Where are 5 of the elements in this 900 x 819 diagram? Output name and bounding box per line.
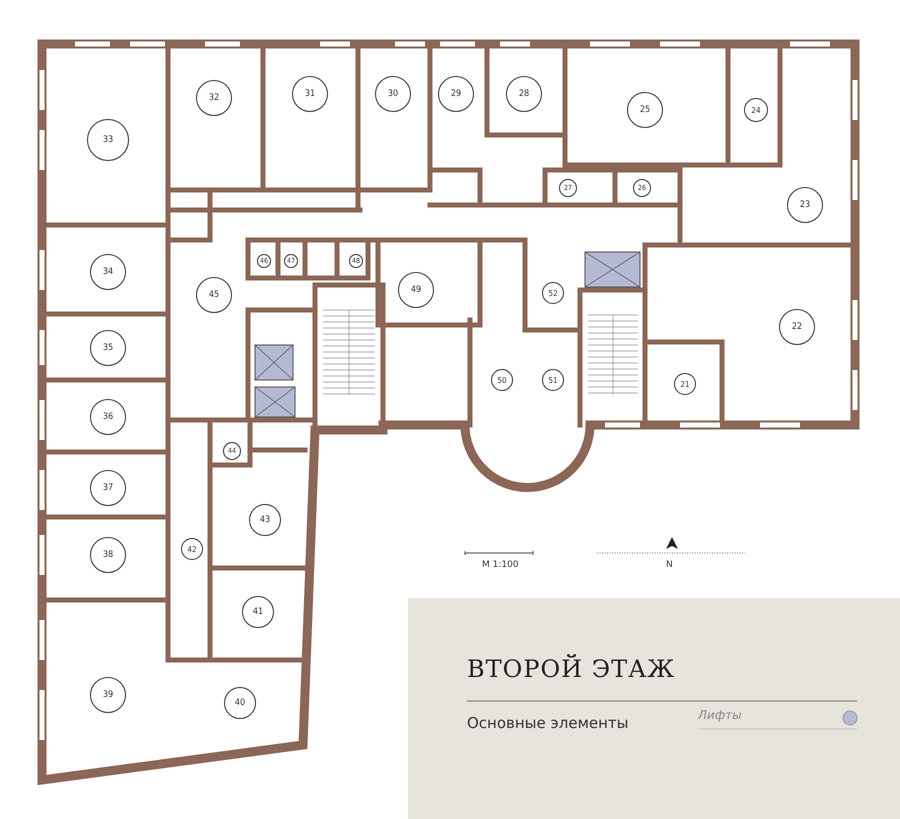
scale-label: М 1:100 bbox=[482, 560, 519, 570]
section-heading: Основные элементы bbox=[467, 714, 629, 732]
legend-label: Лифты bbox=[698, 708, 742, 722]
title: ВТОРОЙ ЭТАЖ bbox=[467, 655, 676, 683]
north-label: N bbox=[666, 560, 673, 570]
